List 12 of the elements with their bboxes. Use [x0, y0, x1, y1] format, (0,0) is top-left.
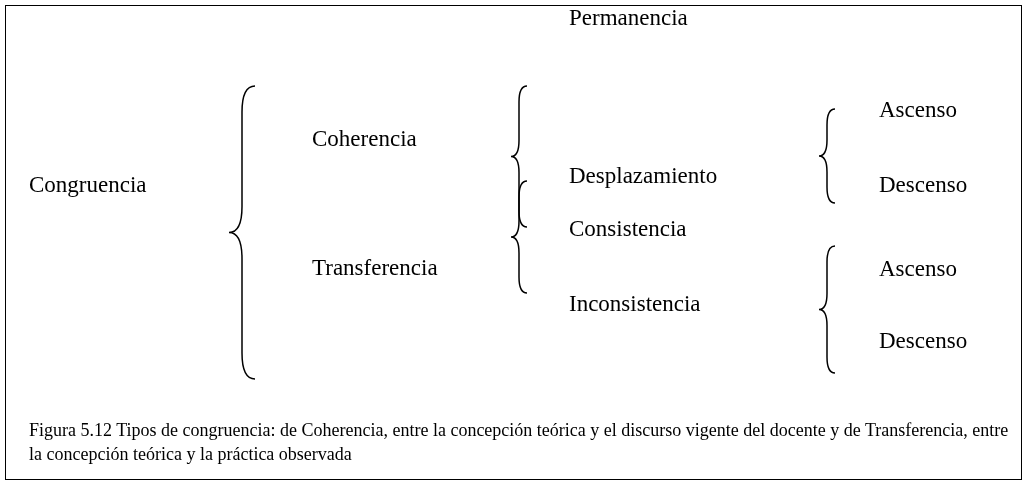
term-label: Coherencia: [312, 125, 417, 153]
term-label: Ascenso: [879, 255, 957, 283]
term-label: Permanencia: [569, 4, 688, 32]
term-label: Ascenso: [879, 96, 957, 124]
term-label: Descenso: [879, 327, 968, 355]
term-label: Consistencia: [569, 215, 687, 243]
term-label: Transferencia: [312, 254, 438, 282]
term-label: Descenso: [879, 171, 968, 199]
term-label: Inconsistencia: [569, 290, 701, 318]
figure-caption: Figura 5.12 Tipos de congruencia: de Coherencia, entre la concepción teórica y el discurso vigente del docente y de Transferencia, entre la concepción teórica y la práctica observada: [29, 419, 1009, 466]
term-label: Congruencia: [29, 171, 147, 199]
term-label: Desplazamiento: [569, 162, 718, 190]
